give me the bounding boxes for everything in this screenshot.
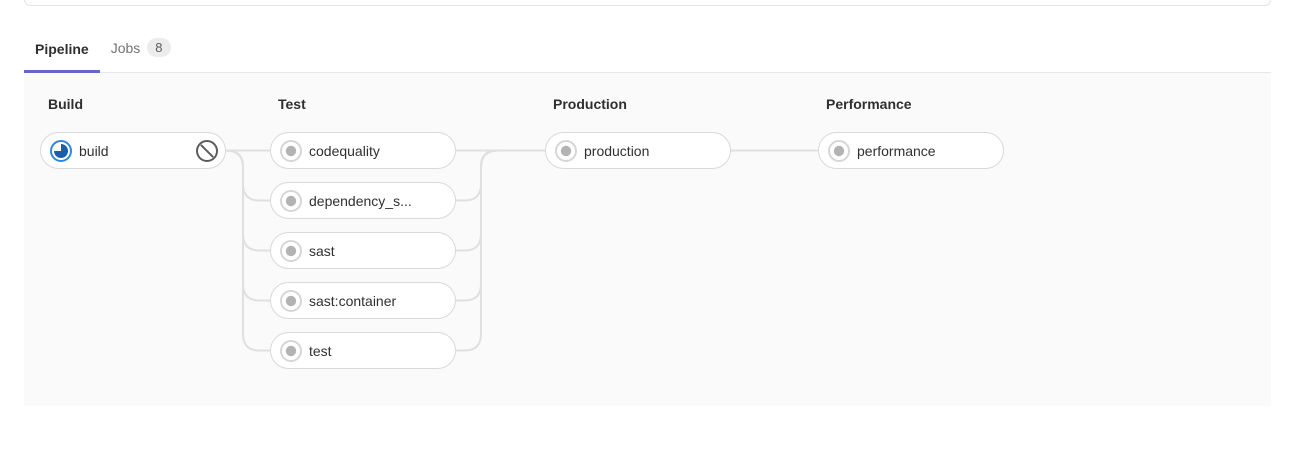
stage-title-test: Test	[278, 96, 306, 112]
pipeline-page-content: Pipeline Jobs 8 Build build Test codequality d…	[24, 26, 1271, 406]
job-production[interactable]: production	[545, 132, 731, 169]
job-label: performance	[857, 142, 936, 159]
tab-jobs[interactable]: Jobs 8	[100, 26, 182, 73]
job-codequality[interactable]: codequality	[270, 132, 456, 169]
stage-title-build: Build	[48, 96, 83, 112]
running-status-icon	[50, 139, 72, 162]
tab-label: Pipeline	[35, 41, 89, 57]
job-sast[interactable]: sast	[270, 232, 456, 269]
job-label: test	[309, 342, 332, 359]
created-status-icon	[280, 289, 302, 312]
job-label: sast	[309, 242, 335, 259]
created-status-icon	[280, 189, 302, 212]
job-label: sast:container	[309, 292, 397, 309]
tab-pipeline[interactable]: Pipeline	[24, 29, 100, 73]
created-status-icon	[280, 139, 302, 162]
stage-title-performance: Performance	[826, 96, 912, 112]
created-status-icon	[828, 139, 850, 162]
job-sast-container[interactable]: sast:container	[270, 282, 456, 319]
tab-label: Jobs	[110, 39, 141, 56]
created-status-icon	[280, 239, 302, 262]
pipeline-graph: Build build Test codequality dependency_s...…	[24, 73, 1271, 406]
job-test[interactable]: test	[270, 332, 456, 369]
job-dependency-s[interactable]: dependency_s...	[270, 182, 456, 219]
stage-title-production: Production	[553, 96, 627, 112]
job-label: build	[79, 142, 109, 159]
job-performance[interactable]: performance	[818, 132, 1004, 169]
job-build[interactable]: build	[40, 132, 226, 169]
pipeline-tab-bar: Pipeline Jobs 8	[24, 26, 1271, 73]
job-label: dependency_s...	[309, 192, 412, 209]
cancel-job-button[interactable]	[196, 139, 218, 162]
truncated-card-bottom-edge	[24, 0, 1271, 6]
pipeline-connectors	[225, 149, 818, 352]
created-status-icon	[555, 139, 577, 162]
job-label: production	[584, 142, 650, 159]
created-status-icon	[280, 339, 302, 362]
job-label: codequality	[309, 142, 380, 159]
jobs-count-badge: 8	[147, 38, 171, 57]
cancel-job-icon	[196, 139, 218, 162]
